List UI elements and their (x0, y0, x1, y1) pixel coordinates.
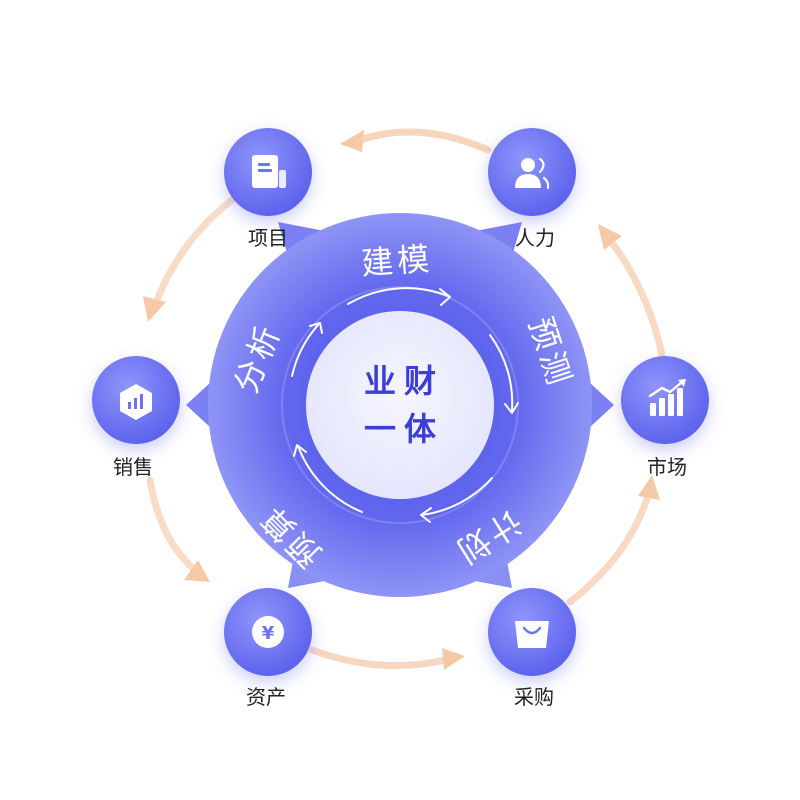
bar-chart-icon (648, 379, 686, 416)
node-project-label: 项目 (248, 226, 288, 250)
cycle-arrowhead-top (439, 288, 451, 306)
node-purchase-label: 采购 (514, 685, 554, 709)
cycle-arrow-right (489, 334, 514, 411)
node-asset-label: 资产 (246, 685, 286, 709)
document-icon (252, 155, 286, 188)
cycle-arrowhead-right (504, 402, 519, 414)
cycle-arrow-left (291, 324, 319, 377)
node-asset[interactable]: ¥ 资产 (224, 588, 312, 709)
outer-nodes: 项目 人力 市场 (92, 128, 709, 709)
inner-ring (281, 286, 519, 524)
center-line-1: 业财 (364, 362, 444, 400)
cycle-arrowhead-bottom-left (293, 444, 307, 457)
center-line-2: 一体 (364, 410, 444, 448)
node-hr-label: 人力 (515, 226, 555, 250)
arrow-project-to-sales (151, 196, 236, 309)
arrowhead-project-to-sales (143, 296, 166, 322)
arrow-sales-to-asset (146, 476, 199, 574)
arrow-market-to-hr (606, 236, 666, 359)
ring-label-modeling: 建模 (360, 240, 434, 283)
arrow-hr-to-project (356, 128, 492, 154)
people-icon (515, 157, 550, 190)
shopping-bag-icon (515, 621, 549, 648)
node-purchase[interactable]: 采购 (488, 588, 576, 709)
yuan-coin-icon: ¥ (252, 616, 284, 648)
node-sales[interactable]: 销售 (92, 356, 180, 479)
arrowhead-asset-to-purchase (442, 648, 465, 670)
node-sales-label: 销售 (113, 455, 153, 479)
node-hr-circle (488, 128, 576, 216)
arrowhead-sales-to-asset (184, 560, 210, 582)
arrow-asset-to-purchase (308, 646, 449, 670)
center-core: 业财 一体 (306, 311, 494, 499)
cycle-arrows (291, 287, 519, 523)
cycle-arrowhead-left (309, 322, 323, 334)
arrow-purchase-to-market (566, 491, 652, 606)
cycle-arrow-top (347, 287, 449, 305)
cycle-arrow-bottom-right (421, 477, 493, 516)
node-project[interactable]: 项目 (224, 128, 312, 250)
cycle-arrowhead-bottom-right (420, 507, 432, 523)
node-hr[interactable]: 人力 (488, 128, 576, 250)
orbit-arrows (143, 128, 666, 670)
sales-chart-icon (120, 384, 152, 420)
svg-text:¥: ¥ (262, 623, 275, 644)
node-market-label: 市场 (647, 455, 687, 479)
arrowhead-hr-to-project (340, 130, 364, 152)
cycle-arrow-bottom-left (297, 445, 363, 513)
arrowhead-purchase-to-market (638, 475, 660, 500)
arrowhead-market-to-hr (598, 224, 622, 250)
node-market[interactable]: 市场 (621, 356, 709, 479)
center-circle (306, 311, 494, 499)
